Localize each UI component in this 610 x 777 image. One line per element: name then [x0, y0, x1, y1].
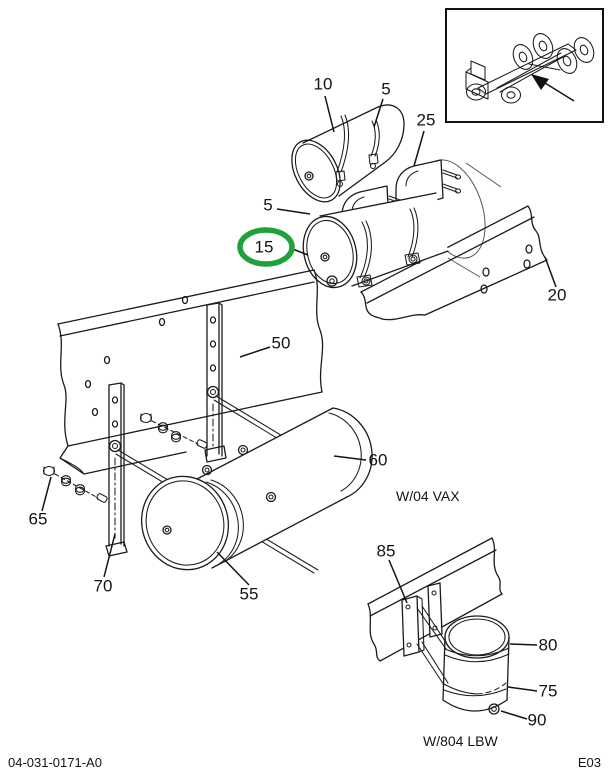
footer-document-number: 04-031-0171-A0 — [8, 755, 102, 770]
leader-lines — [41, 95, 557, 720]
callout-5-upper[interactable]: 5 — [381, 79, 391, 99]
locator-arrow-icon — [531, 74, 575, 102]
chassis-locator-inset — [445, 8, 604, 123]
bolt-group-65-drawing — [42, 465, 108, 503]
callout-90[interactable]: 90 — [527, 710, 547, 730]
callout-10[interactable]: 10 — [313, 74, 333, 94]
variant-caption-alt: W/804 LBW — [423, 733, 498, 749]
callout-20[interactable]: 20 — [547, 285, 567, 305]
callout-60[interactable]: 60 — [368, 450, 388, 470]
variant-caption-main: W/04 VAX — [396, 488, 460, 504]
highlight-ellipse-15 — [237, 227, 295, 267]
callout-65[interactable]: 65 — [28, 509, 48, 529]
callout-55[interactable]: 55 — [239, 584, 259, 604]
frame-rail-left-drawing — [57, 269, 324, 475]
callout-50[interactable]: 50 — [271, 333, 291, 353]
callout-15-highlighted[interactable]: 15 — [254, 237, 274, 257]
bottom-tank-assembly-drawing — [367, 537, 510, 715]
footer-page-code: E03 — [577, 755, 601, 770]
tank-10-drawing — [291, 104, 405, 203]
tank-15-drawing — [302, 192, 449, 289]
frame-rail-bottom-drawing — [367, 537, 503, 662]
callout-25[interactable]: 25 — [416, 110, 436, 130]
callout-75[interactable]: 75 — [538, 681, 558, 701]
top-tank-assembly-drawing — [291, 104, 548, 321]
middle-tank-assembly-drawing — [42, 269, 373, 574]
tank-75-drawing — [416, 605, 510, 715]
bracket-85-drawing — [401, 582, 443, 657]
callout-5-lower[interactable]: 5 — [263, 195, 273, 215]
bolt-group-upper-drawing — [139, 412, 208, 449]
truck-thumbnail — [465, 33, 595, 104]
tank-60-drawing — [140, 407, 373, 571]
callout-70[interactable]: 70 — [93, 576, 113, 596]
callout-85[interactable]: 85 — [376, 541, 396, 561]
callout-80[interactable]: 80 — [538, 635, 558, 655]
